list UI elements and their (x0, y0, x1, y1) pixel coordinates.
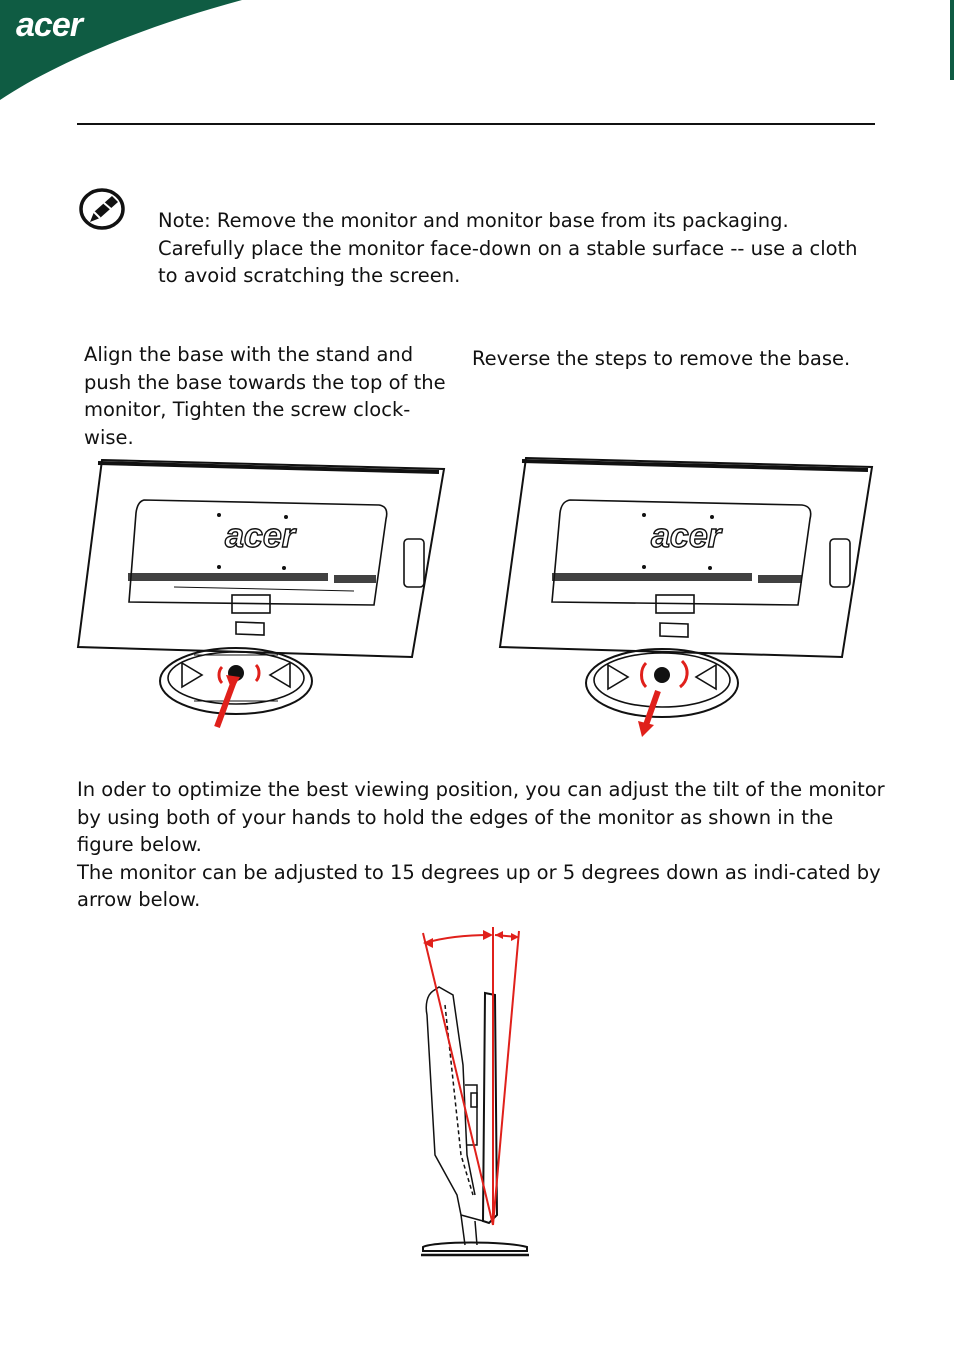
install-instructions: Align the base with the stand and push t… (84, 343, 446, 449)
acer-logo: acer (16, 6, 83, 44)
note-text: Note: Remove the monitor and monitor bas… (158, 209, 858, 287)
monitor-logo: acer (225, 517, 297, 555)
monitor-tilt-figure (421, 927, 529, 1257)
tilt-instructions: In oder to optimize the best viewing pos… (77, 776, 887, 914)
note-pen-icon (79, 188, 125, 230)
tilt-instructions-line2: The monitor can be adjusted to 15 degree… (77, 860, 881, 912)
monitor-logo: acer (651, 517, 723, 555)
tilt-instructions-line1: In oder to optimize the best viewing pos… (77, 778, 885, 856)
monitor-remove-base-figure: acer (498, 456, 874, 737)
remove-instructions: Reverse the steps to remove the base. (472, 347, 851, 370)
header-rule (77, 123, 875, 125)
monitor-attach-base-figure: acer (76, 458, 446, 729)
header-brand-band (0, 0, 954, 100)
